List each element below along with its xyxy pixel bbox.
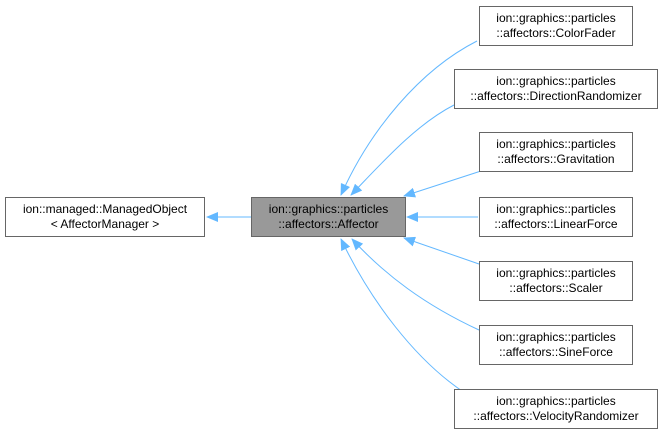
node-managed-object-line2: < AffectorManager >: [50, 217, 160, 231]
node-linear-force-line1: ion::graphics::particles: [496, 202, 616, 216]
edge-velocity-randomizer-to-affector: [340, 238, 466, 394]
node-gravitation-line2: ::affectors::Gravitation: [497, 152, 615, 166]
node-managed-object-line1: ion::managed::ManagedObject: [22, 202, 188, 216]
edge-gravitation-to-affector: [403, 170, 482, 198]
node-velocity-randomizer[interactable]: ion::graphics::particles ::affectors::Ve…: [454, 389, 658, 429]
node-color-fader[interactable]: ion::graphics::particles ::affectors::Co…: [479, 6, 633, 46]
node-velocity-randomizer-line2: ::affectors::VelocityRandomizer: [473, 409, 639, 423]
edge-direction-randomizer-to-affector: [350, 104, 455, 196]
node-direction-randomizer-line2: ::affectors::DirectionRandomizer: [470, 89, 642, 103]
node-color-fader-line2: ::affectors::ColorFader: [496, 26, 616, 40]
node-affector-line1: ion::graphics::particles: [268, 202, 389, 216]
node-affector: ion::graphics::particles ::affectors::Af…: [251, 197, 406, 237]
node-sine-force-line1: ion::graphics::particles: [496, 330, 616, 344]
node-gravitation-line1: ion::graphics::particles: [496, 137, 616, 151]
edge-sine-force-to-affector: [351, 238, 480, 331]
node-sine-force[interactable]: ion::graphics::particles ::affectors::Si…: [479, 325, 633, 365]
node-scaler[interactable]: ion::graphics::particles ::affectors::Sc…: [479, 261, 633, 301]
edge-color-fader-to-affector: [340, 40, 478, 196]
node-direction-randomizer-line1: ion::graphics::particles: [496, 74, 616, 88]
node-gravitation[interactable]: ion::graphics::particles ::affectors::Gr…: [479, 132, 633, 172]
node-sine-force-line2: ::affectors::SineForce: [499, 345, 613, 359]
node-velocity-randomizer-line1: ion::graphics::particles: [496, 394, 616, 408]
node-color-fader-line1: ion::graphics::particles: [496, 11, 616, 25]
node-linear-force[interactable]: ion::graphics::particles ::affectors::Li…: [479, 197, 633, 237]
node-direction-randomizer[interactable]: ion::graphics::particles ::affectors::Di…: [454, 69, 658, 109]
node-linear-force-line2: ::affectors::LinearForce: [494, 217, 618, 231]
node-scaler-line1: ion::graphics::particles: [496, 266, 616, 280]
node-affector-line2: ::affectors::Affector: [278, 217, 379, 231]
node-managed-object[interactable]: ion::managed::ManagedObject < AffectorMa…: [5, 197, 205, 237]
edge-scaler-to-affector: [403, 236, 480, 265]
node-scaler-line2: ::affectors::Scaler: [509, 281, 603, 295]
